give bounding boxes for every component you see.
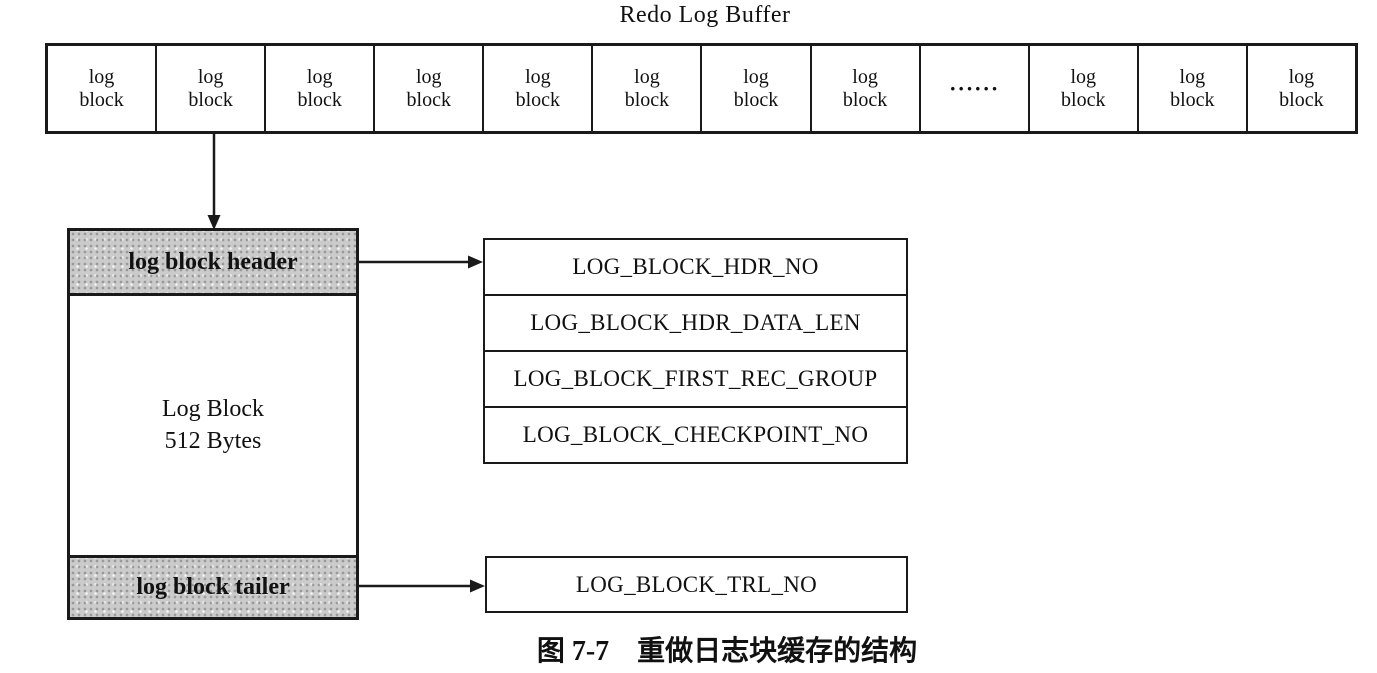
log-block-cell-label: log block — [406, 65, 451, 111]
arrow-tailer-to-trl — [359, 579, 485, 593]
log-block-cell: log block — [375, 46, 485, 131]
log-block-cell-label: log block — [1061, 65, 1106, 111]
field-label: LOG_BLOCK_HDR_NO — [572, 254, 819, 279]
figure-caption: 图 7-7 重做日志块缓存的结构 — [536, 636, 918, 667]
field-row-first-rec-group: LOG_BLOCK_FIRST_REC_GROUP — [485, 352, 906, 408]
log-block-cell-label: log block — [1279, 65, 1324, 111]
log-block-tailer-label: log block tailer — [136, 574, 290, 600]
redo-log-buffer-row: log block log block log block log block … — [45, 43, 1358, 134]
log-block-cell: log block — [157, 46, 267, 131]
field-label: LOG_BLOCK_TRL_NO — [575, 571, 818, 597]
log-block-cell-label: log block — [733, 65, 779, 111]
log-block-cell: log block — [48, 46, 158, 131]
log-block-tailer-section: log block tailer — [70, 555, 356, 617]
diagram-title: Redo Log Buffer — [619, 2, 791, 28]
field-row-hdr-no: LOG_BLOCK_HDR_NO — [485, 240, 906, 296]
log-block-cell-label: log block — [188, 65, 233, 111]
ellipsis-cell: ······ — [921, 46, 1030, 131]
field-row-checkpoint-no: LOG_BLOCK_CHECKPOINT_NO — [485, 408, 906, 462]
log-block-detail-box: log block header Log Block 512 Bytes log… — [67, 228, 359, 620]
header-fields-table: LOG_BLOCK_HDR_NO LOG_BLOCK_HDR_DATA_LEN … — [483, 238, 908, 464]
log-block-cell-label: log block — [842, 65, 888, 111]
log-block-body-label: Log Block 512 Bytes — [162, 396, 264, 454]
tailer-field-box: LOG_BLOCK_TRL_NO — [485, 556, 908, 613]
arrow-header-to-fields — [359, 255, 483, 269]
field-label: LOG_BLOCK_FIRST_REC_GROUP — [513, 366, 878, 391]
arrow-buffer-to-log-block — [207, 134, 221, 230]
field-row-hdr-data-len: LOG_BLOCK_HDR_DATA_LEN — [485, 296, 906, 352]
log-block-body-section: Log Block 512 Bytes — [70, 296, 356, 555]
log-block-cell: log block — [702, 46, 812, 131]
log-block-header-section: log block header — [70, 231, 356, 296]
log-block-cell-label: log block — [79, 65, 124, 111]
field-label: LOG_BLOCK_CHECKPOINT_NO — [522, 422, 869, 447]
log-block-cell: log block — [1248, 46, 1355, 131]
log-block-cell-label: log block — [1170, 65, 1215, 111]
log-block-cell: log block — [1030, 46, 1139, 131]
log-block-cell: log block — [266, 46, 376, 131]
log-block-cell: log block — [1139, 46, 1248, 131]
log-block-cell-label: log block — [297, 65, 342, 111]
ellipsis-label: ······ — [949, 75, 1000, 101]
log-block-header-label: log block header — [128, 248, 298, 275]
log-block-cell-label: log block — [515, 65, 561, 111]
log-block-cell: log block — [484, 46, 594, 131]
log-block-cell: log block — [812, 46, 921, 131]
field-label: LOG_BLOCK_HDR_DATA_LEN — [530, 310, 861, 335]
log-block-cell: log block — [593, 46, 703, 131]
log-block-cell-label: log block — [624, 65, 670, 111]
